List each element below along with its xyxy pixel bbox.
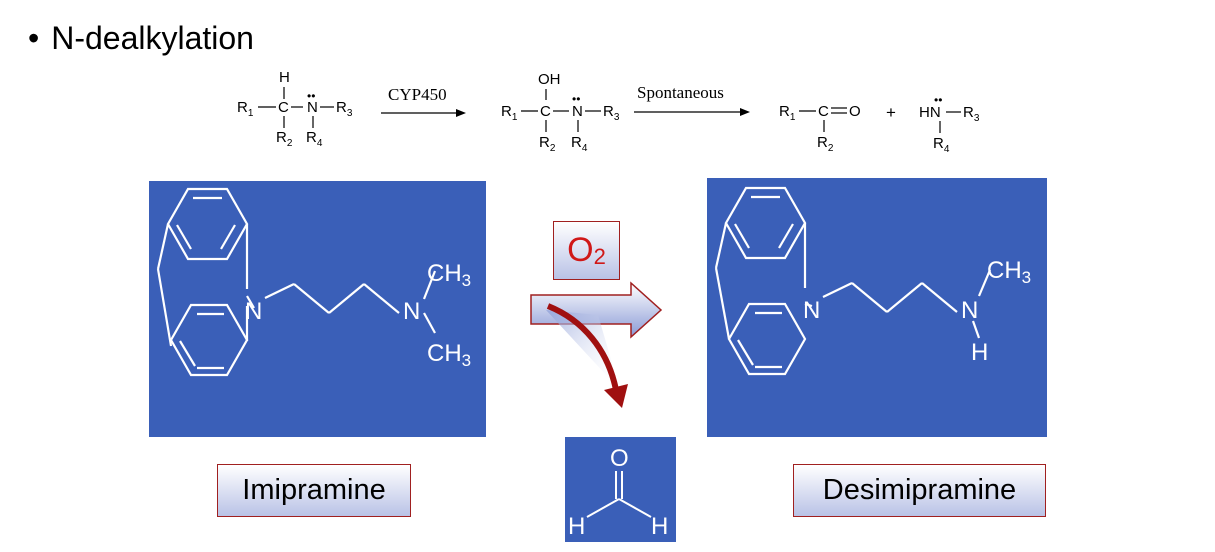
- ring-nitrogen: N: [803, 297, 820, 324]
- cyp450-label: CYP450: [388, 85, 447, 104]
- aldehyde-product: R1 C O R2: [779, 103, 861, 154]
- desimipramine-label: Desimipramine: [793, 464, 1046, 517]
- svg-text:O: O: [849, 103, 861, 120]
- desimipramine-structure-panel: N N CH3 H: [707, 178, 1047, 437]
- svg-text:R1: R1: [779, 103, 796, 123]
- curved-arrow-icon: [546, 303, 619, 391]
- lone-pair: ••: [307, 89, 315, 103]
- formaldehyde-oxygen: O: [610, 445, 629, 472]
- svg-text:••: ••: [934, 93, 942, 107]
- svg-text:OH: OH: [538, 71, 561, 88]
- svg-text:R3: R3: [963, 104, 980, 124]
- svg-text:R3: R3: [603, 103, 620, 123]
- formaldehyde-structure-panel: O H H: [565, 437, 676, 542]
- spontaneous-label: Spontaneous: [637, 83, 724, 102]
- svg-text:••: ••: [572, 92, 580, 106]
- imipramine-label: Imipramine: [217, 464, 411, 517]
- svg-text:R1: R1: [501, 103, 518, 123]
- desimipramine-molecule: N N CH3 H: [714, 186, 1031, 376]
- amine-nitrogen: N: [403, 298, 420, 325]
- svg-text:C: C: [278, 99, 289, 116]
- right-arrow-icon: [456, 109, 466, 117]
- reactant-structure: H R1 C •• N R3 R2 R4: [237, 69, 353, 149]
- right-arrow-icon: [740, 108, 750, 116]
- svg-text:R4: R4: [306, 129, 323, 149]
- svg-text:R2: R2: [539, 134, 556, 154]
- imipramine-structure-panel: N N CH3 CH3: [149, 181, 486, 437]
- amine-nitrogen: N: [961, 297, 978, 324]
- svg-text:C: C: [540, 103, 551, 120]
- spontaneous-arrow: Spontaneous: [634, 83, 750, 116]
- svg-text:N: N: [572, 103, 583, 120]
- ring-nitrogen: N: [245, 298, 262, 325]
- amine-product: •• HN R3 R4: [919, 93, 980, 155]
- svg-text:R1: R1: [237, 99, 254, 119]
- svg-text:N: N: [307, 99, 318, 116]
- bullet-dot: •: [28, 20, 40, 56]
- svg-text:CH3: CH3: [427, 340, 471, 370]
- svg-text:CH3: CH3: [987, 257, 1031, 287]
- heading-text: N-dealkylation: [51, 20, 254, 56]
- slide-heading: • N-dealkylation: [28, 20, 254, 57]
- formaldehyde-molecule: O H H: [568, 445, 668, 540]
- reactant-h: H: [279, 69, 290, 86]
- svg-text:R3: R3: [336, 99, 353, 119]
- svg-text:R2: R2: [817, 134, 834, 154]
- cyp450-arrow: CYP450: [381, 85, 466, 117]
- svg-text:R2: R2: [276, 129, 293, 149]
- svg-text:HN: HN: [919, 104, 941, 121]
- general-reaction-scheme: H R1 C •• N R3 R2 R4 CYP450 OH R1: [237, 69, 980, 155]
- svg-text:R4: R4: [933, 135, 950, 155]
- svg-text:CH3: CH3: [427, 260, 471, 290]
- formaldehyde-h-right: H: [651, 513, 668, 540]
- imipramine-molecule: N N CH3 CH3: [156, 187, 471, 377]
- svg-text:C: C: [818, 103, 829, 120]
- plus-sign: +: [886, 103, 896, 122]
- intermediate-structure: OH R1 C •• N R3 R2 R4: [501, 71, 620, 154]
- formaldehyde-h-left: H: [568, 513, 585, 540]
- reaction-arrow: [530, 281, 663, 408]
- amine-hydrogen: H: [971, 339, 988, 366]
- svg-text:R4: R4: [571, 134, 588, 154]
